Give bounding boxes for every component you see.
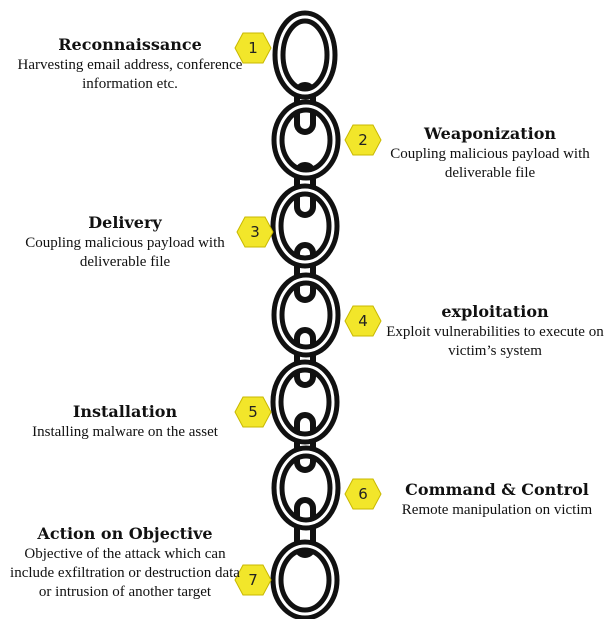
stage-description: Harvesting email address, conference inf… [17,57,243,92]
chain-link-highlight [276,450,336,526]
step-4-badge: 4 [344,305,382,337]
stage-description: Remote manipulation on victim [401,502,593,518]
chain-link-highlight [275,188,335,264]
stage-title: Action on Objective [37,524,213,543]
stage-title: Installation [72,402,178,421]
step-1-badge: 1 [234,32,272,64]
stage-description: Coupling malicious payload with delivera… [25,235,225,270]
stage-title: Command & Control [405,480,589,499]
step-5-badge: 5 [234,396,272,428]
chain-link-highlight [276,104,336,176]
step-number: 5 [248,403,258,421]
step-number: 4 [358,312,368,330]
step-number: 3 [250,223,260,241]
step-number: 7 [248,571,258,589]
stage-title: Delivery [88,213,162,232]
chain-link-edge [294,242,316,303]
stage-exploitation: exploitation Exploit vulnerabilities to … [385,302,605,361]
stage-description: Exploit vulnerabilities to execute on vi… [386,324,604,359]
stage-reconnaissance: Reconnaissance Harvesting email address,… [10,35,250,94]
stage-description: Objective of the attack which can includ… [10,546,240,600]
hexagon-icon [234,564,272,596]
stage-installation: Installation Installing malware on the a… [10,402,240,442]
stage-description: Coupling malicious payload with delivera… [390,146,590,181]
chain-link-edge [294,327,316,388]
stage-action-on-objective: Action on Objective Objective of the att… [5,524,245,602]
stage-command-and-control: Command & Control Remote manipulation on… [388,480,606,520]
chain-link-highlight [276,277,336,353]
step-6-badge: 6 [344,478,382,510]
hexagon-icon [344,305,382,337]
step-number: 6 [358,485,368,503]
stage-delivery: Delivery Coupling malicious payload with… [10,213,240,272]
stage-description: Installing malware on the asset [32,424,218,440]
step-7-badge: 7 [234,564,272,596]
step-number: 2 [358,131,368,149]
chain-link-highlight [275,544,335,616]
hexagon-icon [234,396,272,428]
stage-title: Weaponization [423,124,556,143]
chain-link-highlight [277,15,333,95]
hexagon-icon [344,478,382,510]
step-number: 1 [248,39,258,57]
hexagon-icon [236,216,274,248]
step-2-badge: 2 [344,124,382,156]
stage-title: Reconnaissance [58,35,202,54]
hexagon-icon [344,124,382,156]
step-3-badge: 3 [236,216,274,248]
chain-link-highlight [275,364,335,440]
stage-title: exploitation [441,302,549,321]
hexagon-icon [234,32,272,64]
stage-weaponization: Weaponization Coupling malicious payload… [380,124,600,183]
